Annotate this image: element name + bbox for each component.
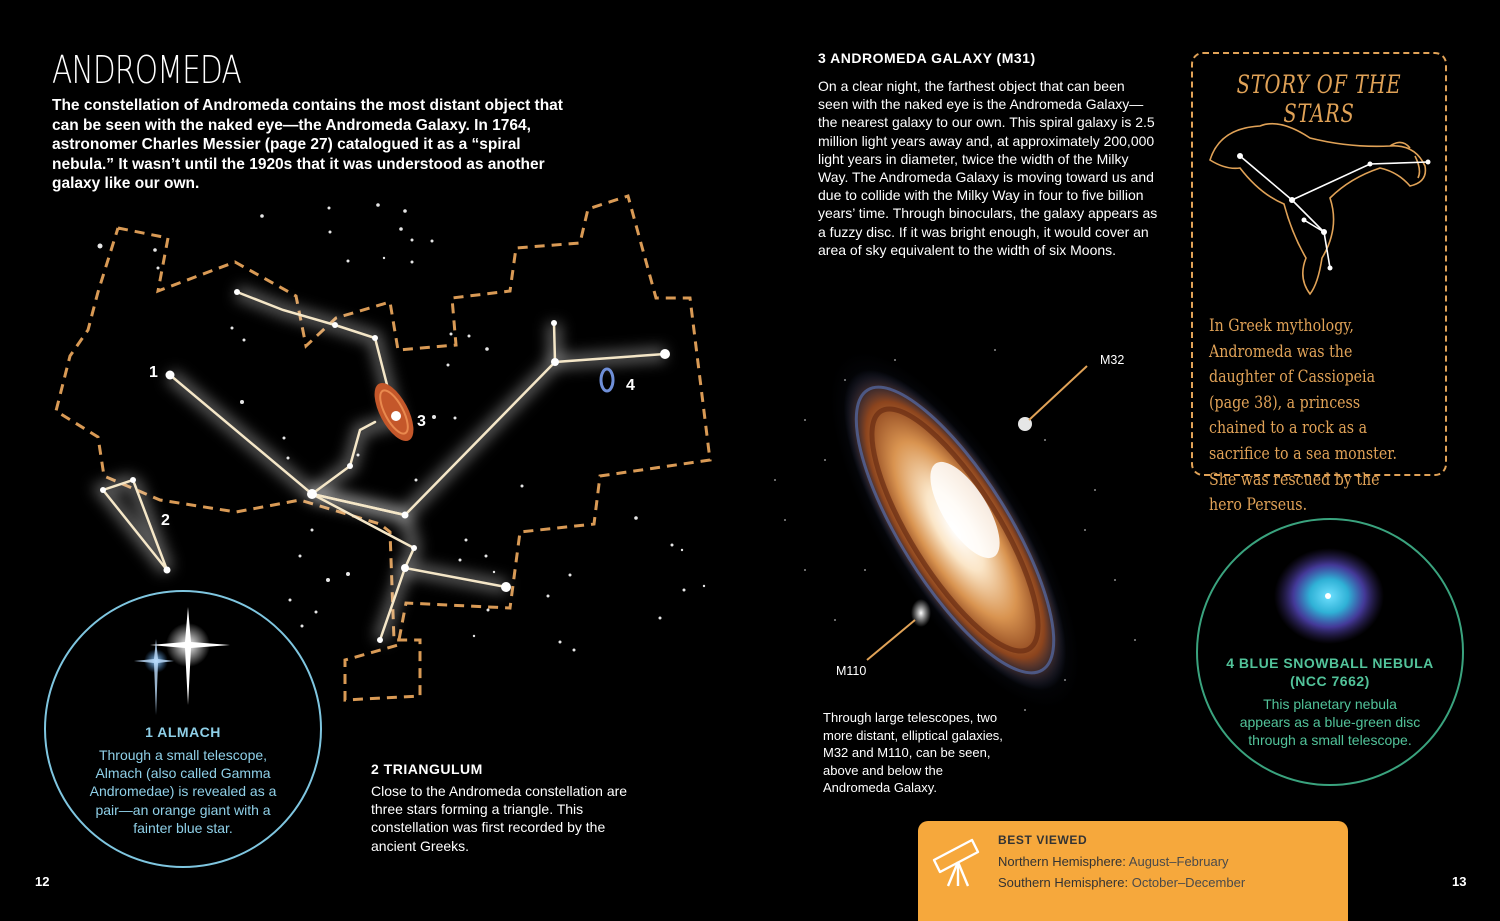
northern-value: August–February: [1128, 854, 1229, 869]
marker-4: 4: [626, 377, 635, 394]
triangulum-text: Close to the Andromeda constellation are…: [371, 783, 628, 854]
andromeda-figure-illustration: [1209, 122, 1431, 296]
andromeda-galaxy-mark: [374, 382, 414, 442]
best-viewed-southern: Southern Hemisphere: October–December: [998, 875, 1245, 890]
story-title: STORY OF THE STARS: [1236, 70, 1402, 128]
blue-snowball-mark: [599, 367, 615, 393]
telescope-note: Through large telescopes, two more dista…: [823, 710, 1003, 795]
blue-snowball-text: This planetary nebula appears as a blue-…: [1239, 696, 1421, 749]
story-of-the-stars-box: [1191, 52, 1447, 476]
telescope-icon: [932, 838, 980, 887]
marker-3: 3: [417, 413, 426, 430]
southern-value: October–December: [1131, 875, 1246, 890]
story-text: In Greek mythology, Andromeda was the da…: [1209, 316, 1397, 515]
blue-snowball-illustration: [1274, 548, 1384, 644]
page-number-right: 13: [1452, 874, 1467, 889]
best-viewed-box: [918, 821, 1348, 921]
galaxy-heading: 3 ANDROMEDA GALAXY (M31): [818, 50, 1036, 66]
intro-paragraph: The constellation of Andromeda contains …: [52, 97, 563, 192]
almach-text: Through a small telescope, Almach (also …: [89, 747, 277, 836]
northern-label: Northern Hemisphere:: [998, 854, 1126, 869]
blue-snowball-heading: 4 BLUE SNOWBALL NEBULA (NCC 7662): [1226, 655, 1434, 689]
almach-star-illustration: [134, 607, 230, 715]
page-number-left: 12: [35, 874, 50, 889]
page-title: ANDROMEDA: [52, 48, 242, 92]
constellation-boundary: [54, 194, 712, 702]
m32-label: M32: [1100, 353, 1125, 367]
constellation-map: 1 2 3 4: [54, 194, 712, 702]
triangulum-heading: 2 TRIANGULUM: [371, 761, 483, 777]
almach-heading: 1 ALMACH: [145, 724, 221, 740]
galaxy-text: On a clear night, the farthest object th…: [818, 78, 1158, 258]
m110-label: M110: [836, 664, 867, 678]
almach-inset-circle: [44, 590, 322, 868]
best-viewed-northern: Northern Hemisphere: August–February: [998, 854, 1229, 869]
marker-2: 2: [161, 512, 170, 529]
blue-snowball-inset-circle: [1196, 518, 1464, 786]
marker-1: 1: [149, 364, 158, 381]
best-viewed-heading: BEST VIEWED: [998, 833, 1088, 847]
andromeda-galaxy-illustration: [774, 349, 1136, 716]
southern-label: Southern Hemisphere:: [998, 875, 1129, 890]
